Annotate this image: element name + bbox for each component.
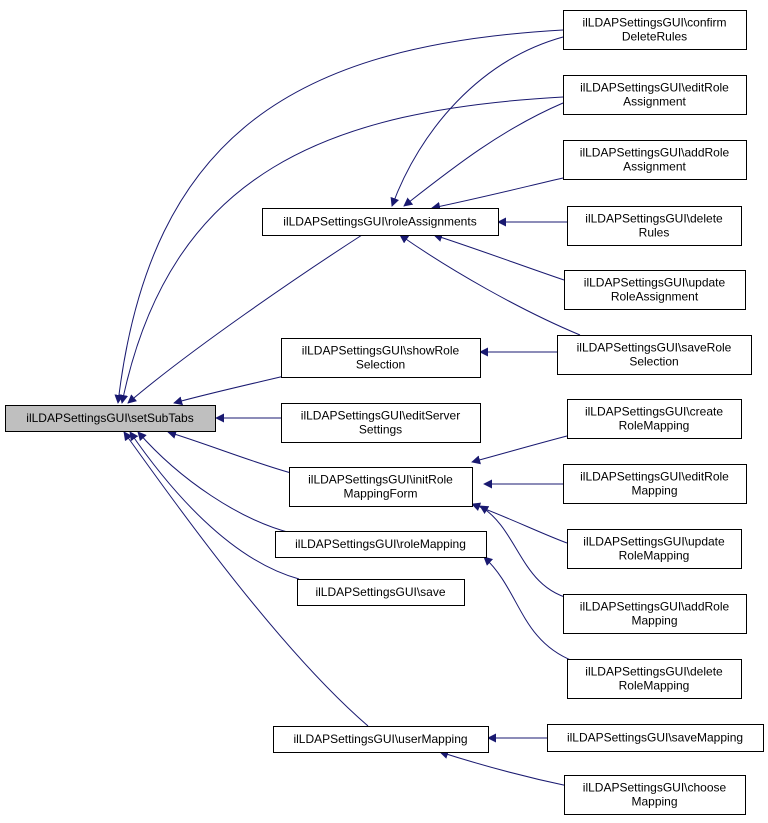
node-label: ilLDAPSettingsGUI\userMapping (293, 732, 467, 746)
node-label: ilLDAPSettingsGUI\editRole (580, 470, 729, 484)
node-label: Mapping (631, 614, 677, 628)
node-label: RoleMapping (619, 419, 690, 433)
node-box[interactable] (567, 399, 742, 439)
edge-createRoleMapping-to-initRoleMappingForm (471, 435, 568, 465)
node-label: ilLDAPSettingsGUI\showRole (302, 344, 460, 358)
node-label: ilLDAPSettingsGUI\initRole (308, 473, 453, 487)
node-label: Assignment (623, 95, 686, 109)
edge-editRoleAssignment-to-setSubTabs (119, 96, 564, 404)
edge-userMapping-to-setSubTabs (123, 431, 369, 727)
node-box[interactable] (563, 10, 747, 50)
node-box[interactable] (557, 335, 752, 375)
node-box[interactable] (563, 140, 747, 180)
node-box[interactable] (567, 659, 742, 699)
node-box[interactable] (567, 206, 742, 246)
node-userMapping[interactable]: ilLDAPSettingsGUI\userMapping (273, 726, 489, 753)
node-box[interactable] (564, 775, 746, 815)
node-box[interactable] (275, 531, 487, 558)
node-label: ilLDAPSettingsGUI\delete (585, 212, 723, 226)
node-box[interactable] (281, 338, 481, 378)
node-label: DeleteRules (622, 30, 687, 44)
node-label: RoleAssignment (611, 290, 699, 304)
node-label: ilLDAPSettingsGUI\roleMapping (295, 537, 466, 551)
node-label: ilLDAPSettingsGUI\create (585, 405, 723, 419)
node-layer: ilLDAPSettingsGUI\setSubTabs ilLDAPSettin… (5, 10, 764, 815)
node-label: ilLDAPSettingsGUI\saveMapping (567, 731, 743, 745)
node-label: Mapping (631, 795, 677, 809)
node-label: ilLDAPSettingsGUI\choose (583, 781, 727, 795)
node-label: ilLDAPSettingsGUI\editRole (580, 81, 729, 95)
node-label: ilLDAPSettingsGUI\saveRole (577, 341, 732, 355)
node-label: Rules (639, 226, 670, 240)
node-box[interactable] (5, 405, 216, 432)
edge-updateRoleAssignment-to-roleAssignments (433, 233, 565, 281)
node-roleMapping[interactable]: ilLDAPSettingsGUI\roleMapping (275, 531, 487, 558)
node-label: ilLDAPSettingsGUI\save (315, 585, 445, 599)
edge-initRoleMappingForm-to-setSubTabs (167, 430, 296, 475)
node-label: ilLDAPSettingsGUI\update (583, 535, 725, 549)
node-box[interactable] (567, 529, 742, 569)
edge-confirmDeleteRules-to-setSubTabs (114, 29, 564, 404)
edge-confirmDeleteRules-to-roleAssignments (390, 36, 564, 207)
node-save[interactable]: ilLDAPSettingsGUI\save (297, 579, 465, 606)
node-box[interactable] (289, 467, 473, 507)
node-box[interactable] (564, 270, 746, 310)
node-label: ilLDAPSettingsGUI\addRole (580, 146, 730, 160)
node-box[interactable] (297, 579, 465, 606)
node-label: ilLDAPSettingsGUI\editServer (301, 409, 460, 423)
edge-addRoleAssignment-to-roleAssignments (431, 177, 564, 211)
edge-showRoleSelection-to-setSubTabs (173, 372, 298, 406)
edge-roleAssignments-to-setSubTabs (127, 234, 363, 404)
node-box[interactable] (563, 75, 747, 115)
node-label: RoleMapping (619, 679, 690, 693)
node-label: Selection (629, 355, 678, 369)
node-label: ilLDAPSettingsGUI\delete (585, 665, 723, 679)
edge-layer (114, 29, 581, 787)
node-label: ilLDAPSettingsGUI\confirm (582, 16, 726, 30)
node-setSubTabs[interactable]: ilLDAPSettingsGUI\setSubTabs (5, 405, 216, 432)
edge-editRoleAssignment-to-roleAssignments (403, 102, 564, 207)
edge-deleteRoleMapping-to-roleMapping (483, 556, 574, 662)
node-label: MappingForm (343, 487, 417, 501)
node-label: Settings (359, 423, 402, 437)
node-box[interactable] (547, 724, 764, 752)
edge-roleMapping-to-setSubTabs (137, 431, 292, 534)
node-label: Assignment (623, 160, 686, 174)
node-label: ilLDAPSettingsGUI\roleAssignments (283, 215, 476, 229)
node-label: RoleMapping (619, 549, 690, 563)
node-label: ilLDAPSettingsGUI\setSubTabs (26, 411, 193, 425)
node-label: Mapping (631, 484, 677, 498)
edge-chooseMapping-to-userMapping (439, 750, 569, 787)
node-box[interactable] (281, 403, 481, 443)
node-saveMapping[interactable]: ilLDAPSettingsGUI\saveMapping (547, 724, 764, 752)
edge-save-to-setSubTabs (129, 431, 300, 580)
node-label: ilLDAPSettingsGUI\addRole (580, 600, 730, 614)
node-box[interactable] (563, 594, 747, 634)
node-box[interactable] (563, 464, 747, 504)
edge-saveRoleSelection-to-roleAssignments (399, 234, 581, 336)
node-roleAssignments[interactable]: ilLDAPSettingsGUI\roleAssignments (262, 208, 499, 236)
node-label: Selection (356, 358, 405, 372)
node-box[interactable] (262, 208, 499, 236)
node-label: ilLDAPSettingsGUI\update (584, 276, 726, 290)
node-box[interactable] (273, 726, 489, 753)
edge-addRoleMapping-to-initRoleMappingForm (479, 505, 577, 601)
